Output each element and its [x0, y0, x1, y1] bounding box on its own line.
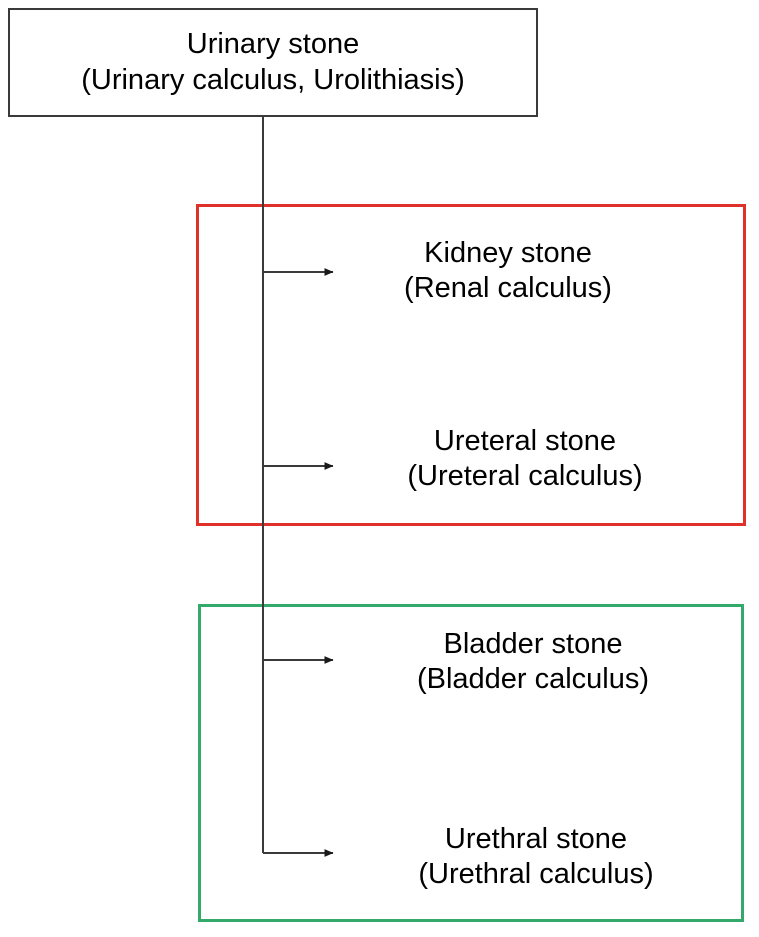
kidney-stone-title: Kidney stone — [424, 237, 592, 269]
urethral-stone-title: Urethral stone — [444, 823, 628, 855]
root-node-urinary-stone: Urinary stone (Urinary calculus, Urolith… — [8, 8, 538, 117]
ureteral-stone-title: Ureteral stone — [433, 425, 617, 457]
bladder-stone-subtitle: (Bladder calculus) — [416, 663, 650, 696]
kidney-stone-subtitle: (Renal calculus) — [404, 272, 612, 305]
leaf-node-urethral-stone: Urethral stone (Urethral calculus) — [368, 822, 704, 893]
root-node-title: Urinary stone — [186, 28, 360, 61]
leaf-node-kidney-stone: Kidney stone (Renal calculus) — [355, 236, 661, 307]
group-box-upper-urinary-tract — [196, 204, 746, 526]
leaf-node-bladder-stone: Bladder stone (Bladder calculus) — [368, 627, 698, 698]
group-box-lower-urinary-tract — [198, 604, 744, 922]
leaf-node-ureteral-stone: Ureteral stone (Ureteral calculus) — [355, 424, 695, 495]
urethral-stone-subtitle: (Urethral calculus) — [418, 858, 654, 891]
ureteral-stone-subtitle: (Ureteral calculus) — [407, 460, 643, 493]
root-node-subtitle: (Urinary calculus, Urolithiasis) — [81, 63, 465, 96]
bladder-stone-title: Bladder stone — [443, 628, 623, 660]
